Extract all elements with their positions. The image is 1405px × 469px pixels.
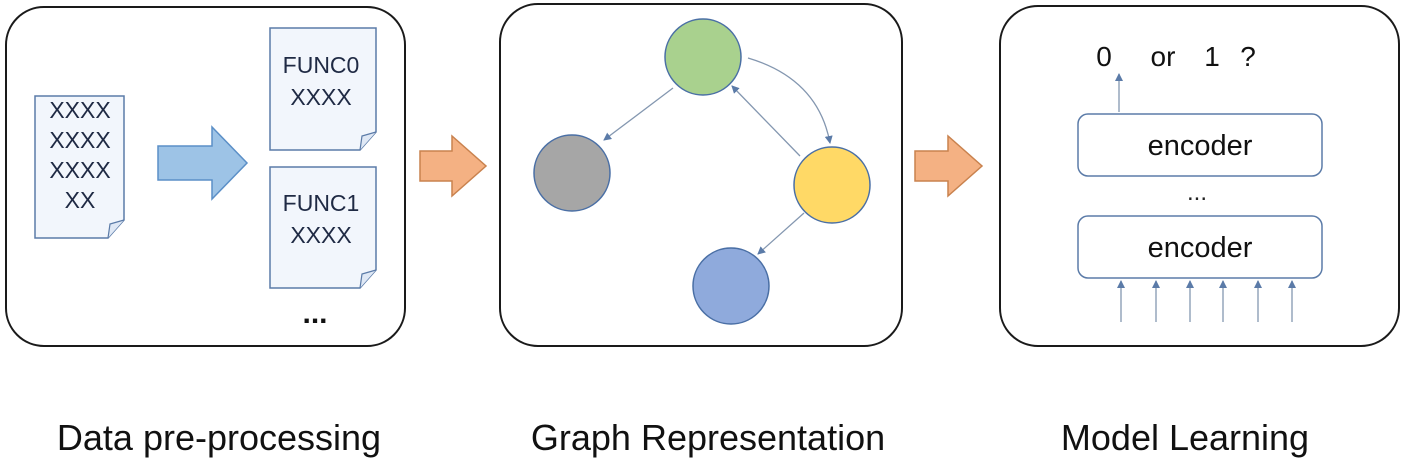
encoder-top-label: encoder — [1148, 130, 1253, 162]
gray-node — [533, 134, 611, 212]
func0-document: FUNC0 XXXX — [269, 27, 377, 151]
edge-green-to-gray — [603, 87, 674, 141]
encoder-bottom-box — [1077, 215, 1323, 279]
source-line-3: XXXX — [49, 157, 110, 183]
source-line-2: XXXX — [49, 127, 110, 153]
source-line-1: XXXX — [49, 97, 110, 123]
graph-label: Graph Representation — [531, 417, 885, 458]
encoder-ellipsis: ... — [1187, 179, 1207, 206]
edge-green-to-yellow — [747, 57, 833, 144]
output-or: or — [1151, 41, 1176, 72]
output-zero: 0 — [1096, 41, 1112, 72]
source-document: XXXX XXXX XXXX XX — [34, 95, 125, 239]
func1-title: FUNC1 — [283, 190, 360, 216]
model-label: Model Learning — [1061, 417, 1309, 458]
green-node — [664, 18, 742, 96]
source-line-4: XX — [65, 187, 96, 213]
yellow-node — [793, 146, 871, 224]
func1-document: FUNC1 XXXX — [269, 166, 377, 289]
encoder-top-box — [1077, 113, 1323, 177]
orange-arrow-1 — [419, 134, 488, 198]
func0-body: XXXX — [290, 84, 351, 110]
output-question: ? — [1240, 41, 1256, 72]
preprocessing-label: Data pre-processing — [57, 417, 381, 458]
blue-node — [692, 247, 770, 325]
edge-yellow-to-blue — [757, 212, 805, 255]
orange-arrow-2 — [914, 134, 984, 198]
edge-yellow-to-green — [731, 85, 801, 157]
blue-arrow — [157, 125, 249, 201]
func0-title: FUNC0 — [283, 52, 360, 78]
func1-body: XXXX — [290, 222, 351, 248]
output-one: 1 — [1204, 41, 1220, 72]
preprocessing-ellipsis: ... — [302, 297, 327, 330]
graph-panel — [499, 3, 903, 347]
encoder-bottom-label: encoder — [1148, 232, 1253, 264]
